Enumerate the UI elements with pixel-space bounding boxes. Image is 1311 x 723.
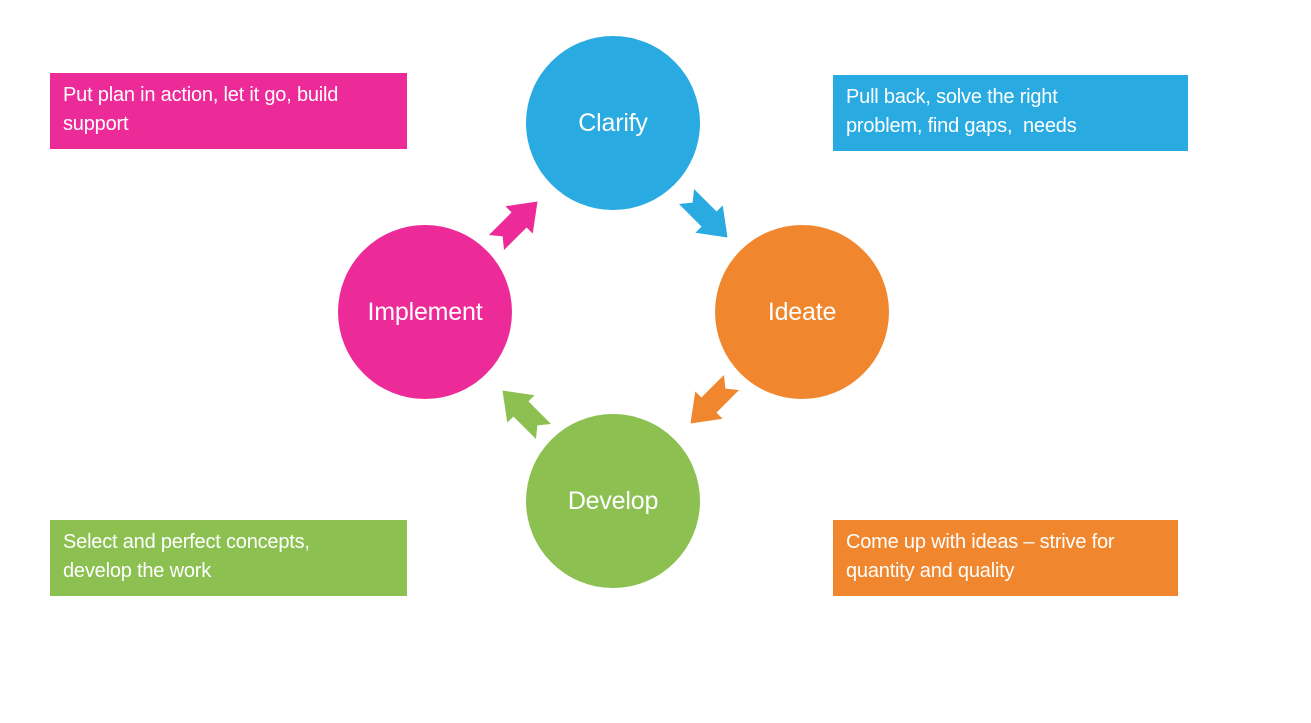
node-clarify-label: Clarify <box>578 108 648 137</box>
callout-develop-line-1: Select and perfect concepts, <box>63 531 310 553</box>
callout-ideate: Come up with ideas – strive for quantity… <box>833 520 1178 596</box>
arrow-shape <box>488 201 538 251</box>
callout-clarify-line-1: Pull back, solve the right <box>846 86 1058 108</box>
arrow-shape <box>690 374 740 424</box>
callout-develop-line-2: develop the work <box>63 560 212 582</box>
callout-clarify-line-2: problem, find gaps, needs <box>846 115 1077 137</box>
callout-implement: Put plan in action, let it go, build sup… <box>50 73 407 149</box>
arrow-develop-to-implement-icon <box>502 390 552 440</box>
node-develop: Develop <box>526 414 700 588</box>
callout-develop: Select and perfect concepts, develop the… <box>50 520 407 596</box>
node-ideate-label: Ideate <box>767 297 837 326</box>
node-implement: Implement <box>338 225 512 399</box>
node-develop-label: Develop <box>567 486 659 515</box>
node-implement-label: Implement <box>367 297 483 326</box>
callout-ideate-line-1: Come up with ideas – strive for <box>846 531 1115 553</box>
arrow-implement-to-clarify-icon <box>488 201 538 251</box>
arrow-shape <box>502 390 552 440</box>
arrow-shape <box>678 188 728 238</box>
callout-clarify: Pull back, solve the right problem, find… <box>833 75 1188 151</box>
node-clarify: Clarify <box>526 36 700 210</box>
arrow-clarify-to-ideate-icon <box>678 188 728 238</box>
arrow-ideate-to-develop-icon <box>690 374 740 424</box>
callout-implement-line-1: Put plan in action, let it go, build <box>63 84 339 106</box>
callout-implement-line-2: support <box>63 113 129 135</box>
callout-ideate-line-2: quantity and quality <box>846 560 1015 582</box>
node-ideate: Ideate <box>715 225 889 399</box>
